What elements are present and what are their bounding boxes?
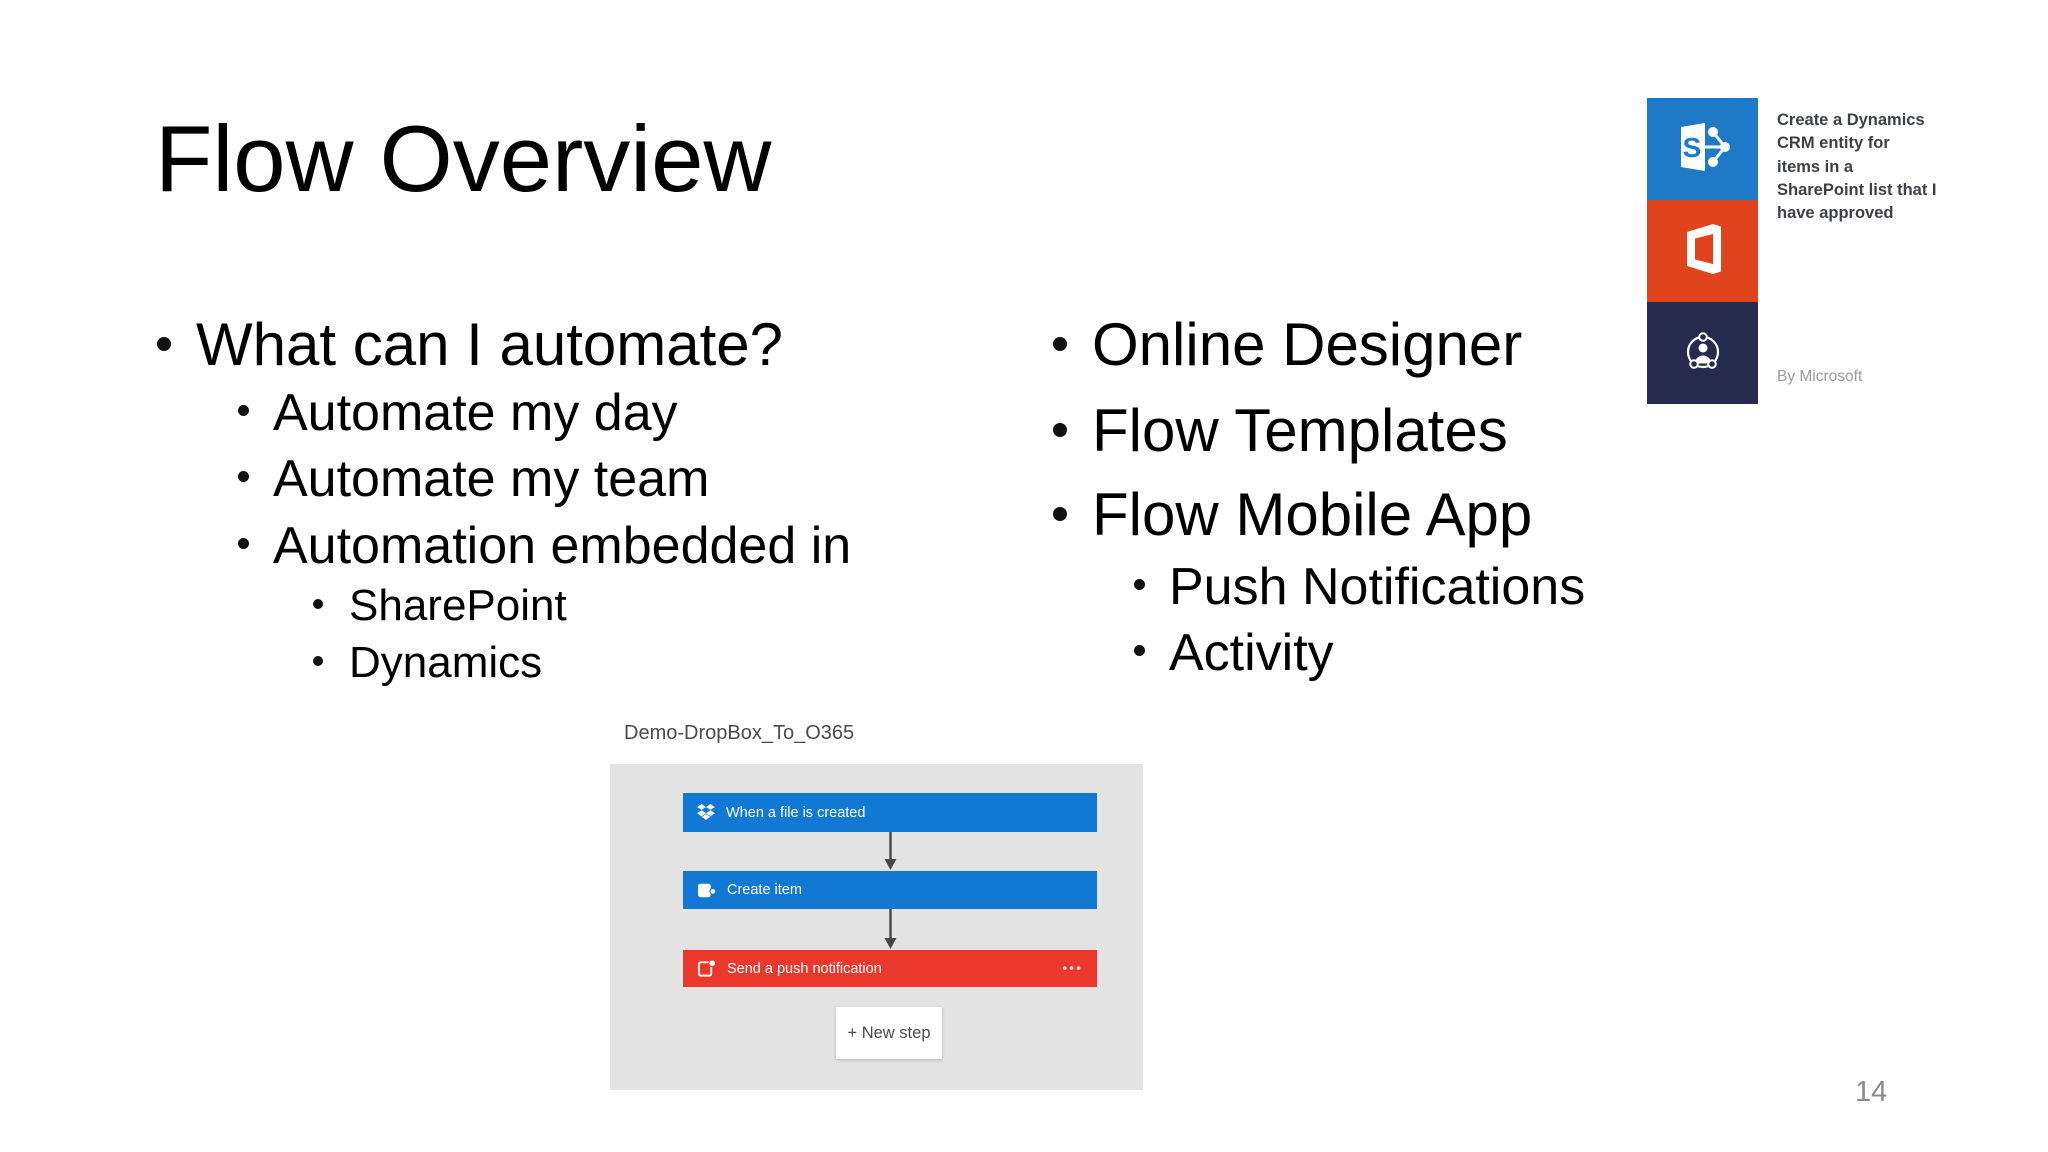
bullet-dot	[238, 405, 249, 416]
page-number: 14	[1855, 1076, 1888, 1108]
list-item-label: Online Designer	[1092, 311, 1523, 378]
flow-connector-arrow	[882, 832, 899, 871]
new-step-button[interactable]: + New step	[836, 1007, 942, 1059]
list-item-label: Flow Templates	[1092, 397, 1508, 464]
bullet-dot	[313, 656, 323, 666]
template-card-line: CRM entity for	[1777, 134, 1890, 153]
push-notification-icon	[697, 959, 716, 978]
flow-name-label: Demo-DropBox_To_O365	[624, 722, 855, 744]
list-item-label: Automation embedded in	[273, 517, 852, 575]
flow-approval-tile	[1647, 302, 1758, 404]
bullet-dot	[1053, 507, 1067, 521]
bullet-dot	[1134, 645, 1145, 656]
bullet-dot	[313, 599, 323, 609]
bullet-dot	[157, 337, 171, 351]
list-item-label: What can I automate?	[196, 311, 783, 378]
flow-step-label: Send a push notification	[727, 960, 882, 977]
sharepoint-tile: S	[1647, 98, 1758, 200]
template-card-line: Create a Dynamics	[1777, 111, 1925, 129]
template-card-line: SharePoint list that I	[1777, 180, 1937, 199]
sharepoint-icon: S	[1671, 117, 1735, 182]
list-item-label: Push Notifications	[1169, 558, 1586, 616]
bullet-dot	[238, 471, 249, 482]
list-item-label: Activity	[1169, 624, 1334, 682]
flow-step-action[interactable]: Create item	[683, 871, 1097, 909]
bullet-dot	[238, 538, 249, 549]
list-item: Activity	[1134, 623, 1334, 683]
list-item: Automate my day	[238, 383, 678, 443]
flow-designer-panel: When a file is created Create item	[610, 764, 1143, 1090]
list-item-label: Automate my day	[273, 384, 678, 442]
list-item-label: Flow Mobile App	[1092, 481, 1533, 548]
page-title: Flow Overview	[155, 106, 772, 211]
bullet-dot	[1053, 337, 1067, 351]
list-item-label: Dynamics	[349, 638, 543, 687]
bullet-dot	[1053, 423, 1067, 437]
flow-step-notification[interactable]: Send a push notification •••	[683, 950, 1097, 987]
list-item: Flow Templates	[1053, 398, 1508, 464]
dropbox-icon	[697, 804, 715, 821]
ellipsis-menu-icon[interactable]: •••	[1062, 959, 1083, 976]
svg-text:S: S	[1682, 132, 1701, 163]
template-card-line: have approved	[1777, 204, 1894, 223]
flow-step-label: Create item	[727, 882, 802, 898]
list-item: Dynamics	[313, 637, 542, 689]
list-item-label: Automate my team	[273, 450, 710, 508]
flow-step-trigger[interactable]: When a file is created	[683, 793, 1097, 832]
list-item: What can I automate?	[157, 312, 783, 378]
bullet-dot	[1134, 579, 1145, 590]
flow-approval-icon	[1673, 321, 1733, 386]
list-item: SharePoint	[313, 580, 567, 632]
list-item: Automation embedded in	[238, 516, 851, 576]
list-item: Push Notifications	[1134, 557, 1585, 617]
template-card-byline: By Microsoft	[1777, 368, 1863, 385]
office-tile	[1647, 200, 1758, 302]
list-item: Flow Mobile App	[1053, 482, 1532, 548]
sharepoint-icon	[697, 882, 716, 899]
list-item-label: SharePoint	[349, 581, 567, 630]
flow-connector-arrow	[882, 909, 899, 950]
template-card-line: items in a	[1777, 157, 1854, 176]
list-item: Online Designer	[1053, 312, 1522, 378]
template-card-description: Create a Dynamics CRM entity for items i…	[1777, 109, 1967, 225]
office-icon	[1673, 219, 1733, 284]
list-item: Automate my team	[238, 449, 709, 509]
flow-step-label: When a file is created	[726, 804, 866, 821]
